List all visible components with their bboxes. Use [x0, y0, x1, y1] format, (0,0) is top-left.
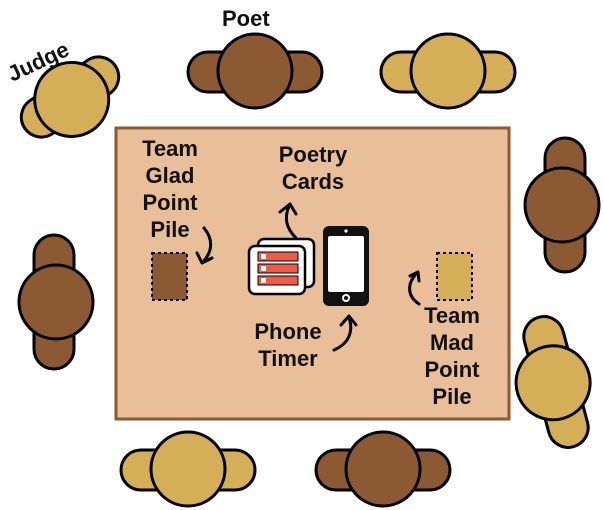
seat-right-lower — [514, 315, 592, 449]
svg-text:Cards: Cards — [282, 169, 344, 194]
phone-timer-icon — [323, 226, 369, 306]
arrow-team-mad — [408, 270, 421, 306]
label-phone-timer: Phone Timer — [254, 319, 321, 371]
label-poetry-cards: Poetry Cards — [279, 142, 348, 194]
seat-bottom-left — [119, 430, 257, 508]
svg-text:Team: Team — [142, 136, 198, 161]
arrow-team-glad — [195, 226, 214, 265]
svg-text:Timer: Timer — [258, 346, 318, 371]
arrow-phone-timer — [332, 314, 358, 352]
svg-text:Pile: Pile — [432, 384, 471, 409]
label-team-mad: Team Mad Point Pile — [424, 303, 480, 409]
team-mad-point-pile — [436, 252, 473, 301]
team-glad-point-pile — [151, 252, 188, 301]
arrow-poetry-cards — [278, 202, 298, 240]
label-team-glad: Team Glad Point Pile — [142, 136, 198, 242]
seat-judge — [19, 55, 121, 139]
svg-text:Glad: Glad — [146, 163, 195, 188]
svg-text:Phone: Phone — [254, 319, 321, 344]
svg-text:Team: Team — [424, 303, 480, 328]
svg-text:Mad: Mad — [430, 330, 474, 355]
seat-poet — [186, 32, 324, 110]
svg-text:Poetry: Poetry — [279, 142, 348, 167]
seat-right-upper — [523, 136, 601, 274]
svg-text:Pile: Pile — [150, 217, 189, 242]
seat-top-right — [379, 32, 517, 110]
svg-text:Point: Point — [425, 357, 481, 382]
seat-bottom-right — [314, 430, 452, 508]
svg-text:Point: Point — [143, 190, 199, 215]
seat-left — [17, 233, 95, 371]
label-poet: Poet — [222, 6, 270, 31]
poetry-cards-icon — [247, 237, 316, 296]
